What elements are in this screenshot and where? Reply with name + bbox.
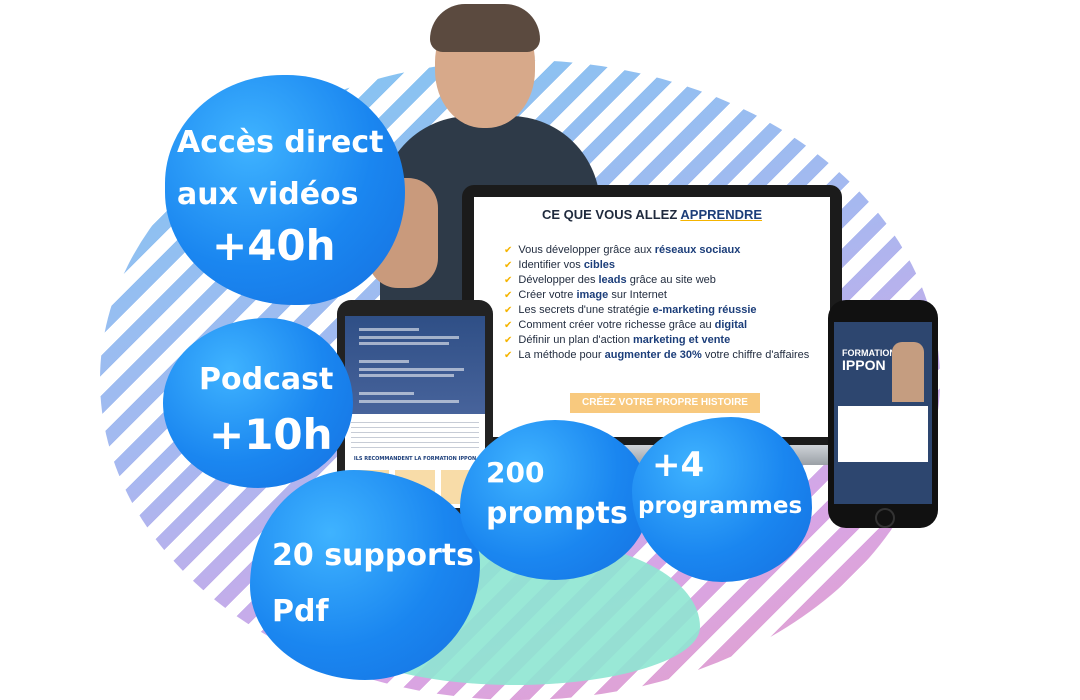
programmes-badge: +4 programmes [632,417,812,582]
learn-list-item: Créer votre image sur Internet [504,288,809,303]
learn-item-hl: cibles [583,259,615,271]
learn-list-item: Identifier vos cibles [504,258,809,273]
phone-screen: FORMATION IPPON [834,322,932,504]
learn-item-hl: marketing et vente [633,334,731,346]
videos-badge-line1: Accès direct [177,125,384,160]
learn-item-pre: Identifier vos [518,259,584,271]
learn-item-hl: leads [598,274,627,286]
learn-list-item: Définir un plan d'action marketing et ve… [504,333,809,348]
learn-item-hl: augmenter de 30% [604,349,702,361]
tablet-screen: ILS RECOMMANDENT LA FORMATION IPPON [345,316,485,508]
podcast-badge-line1: Podcast [199,362,334,397]
prompts-badge-line1: 200 [486,456,545,489]
tablet-header-panel [345,316,485,414]
learn-title: CE QUE VOUS ALLEZ APPRENDRE [474,207,830,222]
learn-item-pre: Les secrets d'une stratégie [518,304,653,316]
videos-badge-value: +40h [212,221,336,270]
supports-badge-line2: Pdf [272,594,329,629]
programmes-badge-line2: programmes [638,493,803,519]
programmes-badge-line1: +4 [652,445,705,485]
phone-title: FORMATION IPPON [842,348,896,373]
supports-badge-line1: 20 supports [272,538,474,573]
learn-item-post: sur Internet [608,289,667,301]
learn-item-pre: Créer votre [518,289,577,301]
videos-badge-line2: aux vidéos [177,177,359,212]
learn-item-pre: Définir un plan d'action [518,334,634,346]
learn-title-accent: APPRENDRE [680,207,763,222]
phone-device: FORMATION IPPON [828,300,938,528]
tablet-body-text [351,418,479,452]
phone-person-image [892,342,924,402]
learn-item-hl: réseaux sociaux [654,244,741,256]
phone-title-line1: FORMATION [842,348,896,358]
learn-item-pre: La méthode pour [518,349,605,361]
learn-list-item: Les secrets d'une stratégie e-marketing … [504,303,809,318]
prompts-badge: 200 prompts [460,420,650,580]
home-button-icon [875,508,895,528]
videos-badge: Accès direct aux vidéos +40h [165,75,405,305]
laptop-device: CE QUE VOUS ALLEZ APPRENDRE Vous dévelop… [462,185,842,455]
learn-list-item: La méthode pour augmenter de 30% votre c… [504,348,809,363]
learn-item-hl: image [576,289,609,301]
tablet-recommend-label: ILS RECOMMANDENT LA FORMATION IPPON [353,456,477,462]
prompts-badge-line2: prompts [486,496,628,531]
laptop-screen: CE QUE VOUS ALLEZ APPRENDRE Vous dévelop… [474,197,830,437]
learn-list-item: Vous développer grâce aux réseaux sociau… [504,243,809,258]
learn-title-prefix: CE QUE VOUS ALLEZ [541,207,681,222]
learn-item-hl: e-marketing réussie [652,304,757,316]
podcast-badge-value: +10h [209,410,333,459]
cta-button[interactable]: CRÉEZ VOTRE PROPRE HISTOIRE [570,393,760,413]
learn-list: Vous développer grâce aux réseaux sociau… [504,243,809,363]
learn-item-pre: Vous développer grâce aux [518,244,655,256]
learn-item-hl: digital [714,319,748,331]
learn-item-post: grâce au site web [626,274,716,286]
phone-content-panel [838,406,928,462]
learn-list-item: Développer des leads grâce au site web [504,273,809,288]
podcast-badge: Podcast +10h [163,318,353,488]
phone-title-line2: IPPON [842,357,886,373]
learn-item-pre: Comment créer votre richesse grâce au [518,319,715,331]
supports-badge: 20 supports Pdf [250,470,480,680]
learn-item-post: votre chiffre d'affaires [701,349,810,361]
learn-item-pre: Développer des [518,274,599,286]
learn-list-item: Comment créer votre richesse grâce au di… [504,318,809,333]
